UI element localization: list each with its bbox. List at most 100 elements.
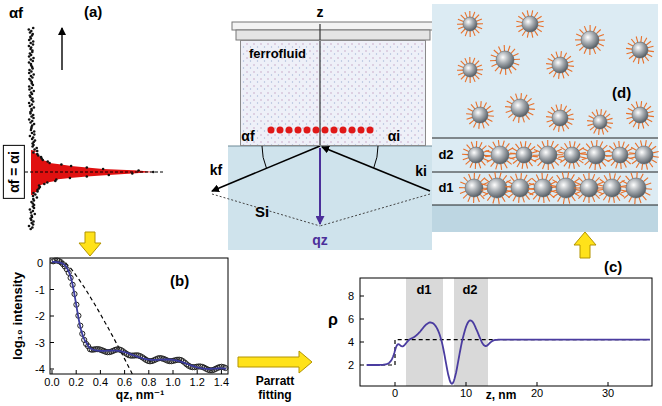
ligand-spike bbox=[629, 152, 635, 154]
dashed-line bbox=[25, 172, 165, 173]
ligand-spike bbox=[638, 58, 640, 64]
ligand-spike bbox=[606, 155, 612, 157]
particle-dot bbox=[295, 127, 302, 134]
ligand-spike bbox=[553, 72, 556, 77]
ligand-spike bbox=[532, 10, 533, 16]
ligand-spike bbox=[507, 181, 512, 184]
ligand-spike bbox=[588, 197, 589, 203]
ligand-spike bbox=[508, 46, 510, 52]
ligand-spike bbox=[602, 129, 604, 135]
ligand-spike bbox=[513, 54, 518, 57]
ligand-spike bbox=[575, 191, 581, 193]
ligand-spike bbox=[493, 142, 496, 147]
ligand-spike bbox=[622, 142, 624, 148]
ligand-spike bbox=[529, 161, 533, 166]
ligand-spike bbox=[636, 163, 639, 168]
ligand-spike bbox=[481, 189, 487, 191]
ligand-spike bbox=[652, 160, 657, 163]
ligand-spike bbox=[526, 115, 530, 120]
ligand-spike bbox=[476, 19, 482, 21]
text-label: -2 bbox=[35, 310, 45, 323]
ligand-spike bbox=[636, 102, 638, 108]
ligand-spike bbox=[478, 174, 480, 180]
data-point bbox=[31, 51, 34, 54]
ligand-spike bbox=[589, 116, 594, 119]
data-point bbox=[32, 100, 35, 103]
data-point bbox=[152, 171, 155, 174]
data-point bbox=[131, 172, 134, 175]
nanoparticle bbox=[587, 146, 605, 164]
ligand-spike bbox=[642, 58, 644, 64]
panel-region: (d) bbox=[432, 4, 658, 232]
ligand-spike bbox=[633, 122, 636, 127]
ligand-spike bbox=[649, 142, 652, 147]
ligand-spike bbox=[645, 193, 650, 196]
ligand-spike bbox=[568, 118, 574, 120]
data-point bbox=[60, 163, 63, 166]
ligand-spike bbox=[552, 163, 554, 169]
ligand-spike bbox=[607, 118, 613, 120]
ligand-spike bbox=[577, 144, 581, 149]
ligand-spike bbox=[529, 184, 535, 186]
layer-line bbox=[432, 205, 658, 206]
ligand-spike bbox=[505, 106, 511, 108]
ligand-spike bbox=[538, 26, 544, 27]
data-point bbox=[30, 87, 33, 90]
ligand-spike bbox=[516, 174, 518, 180]
ligand-spike bbox=[466, 113, 472, 115]
tick bbox=[608, 382, 609, 386]
ligand-spike bbox=[578, 194, 582, 198]
ligand-spike bbox=[522, 12, 525, 17]
data-point bbox=[28, 45, 31, 48]
ligand-spike bbox=[509, 68, 512, 73]
ligand-spike bbox=[580, 157, 586, 158]
data-point bbox=[33, 130, 36, 133]
ligand-spike bbox=[464, 177, 468, 181]
ligand-spike bbox=[546, 116, 552, 118]
ligand-spike bbox=[598, 129, 600, 135]
ligand-spike bbox=[486, 106, 491, 110]
ligand-spike bbox=[514, 63, 520, 65]
ligand-spike bbox=[504, 163, 507, 168]
ligand-spike bbox=[460, 191, 466, 193]
ligand-spike bbox=[568, 65, 574, 67]
nanoparticle bbox=[468, 147, 484, 163]
tick bbox=[50, 289, 54, 290]
text-label: Si bbox=[255, 203, 269, 220]
ligand-spike bbox=[489, 174, 492, 179]
nanoparticle bbox=[632, 42, 648, 58]
ligand-spike bbox=[475, 75, 479, 79]
text-label: log₁₀ intensity bbox=[11, 272, 26, 360]
ligand-spike bbox=[587, 120, 593, 122]
ligand-spike bbox=[482, 146, 487, 150]
ligand-spike bbox=[461, 61, 465, 65]
ligand-spike bbox=[529, 104, 535, 106]
ligand-spike bbox=[487, 159, 492, 162]
data-point bbox=[32, 117, 35, 120]
ligand-spike bbox=[640, 36, 642, 42]
ligand-spike bbox=[558, 197, 561, 202]
data-point bbox=[36, 150, 39, 153]
ligand-spike bbox=[574, 187, 580, 188]
ligand-spike bbox=[576, 34, 582, 36]
si-substrate bbox=[228, 146, 432, 250]
ligand-spike bbox=[631, 147, 636, 150]
nanoparticle bbox=[534, 179, 552, 197]
ligand-spike bbox=[581, 153, 587, 154]
ligand-spike bbox=[552, 180, 557, 183]
ligand-spike bbox=[628, 43, 633, 46]
ligand-spike bbox=[482, 184, 488, 186]
ligand-spike bbox=[589, 49, 590, 55]
ligand-spike bbox=[604, 128, 608, 133]
data-point bbox=[30, 219, 33, 222]
ligand-spike bbox=[468, 196, 470, 202]
ligand-spike bbox=[584, 26, 586, 32]
ligand-spike bbox=[574, 179, 579, 183]
ligand-spike bbox=[580, 153, 586, 154]
ligand-spike bbox=[640, 101, 642, 107]
ligand-spike bbox=[583, 196, 585, 202]
ligand-spike bbox=[518, 117, 520, 123]
ligand-spike bbox=[516, 94, 518, 100]
data-point bbox=[32, 195, 35, 198]
ligand-spike bbox=[560, 104, 562, 110]
